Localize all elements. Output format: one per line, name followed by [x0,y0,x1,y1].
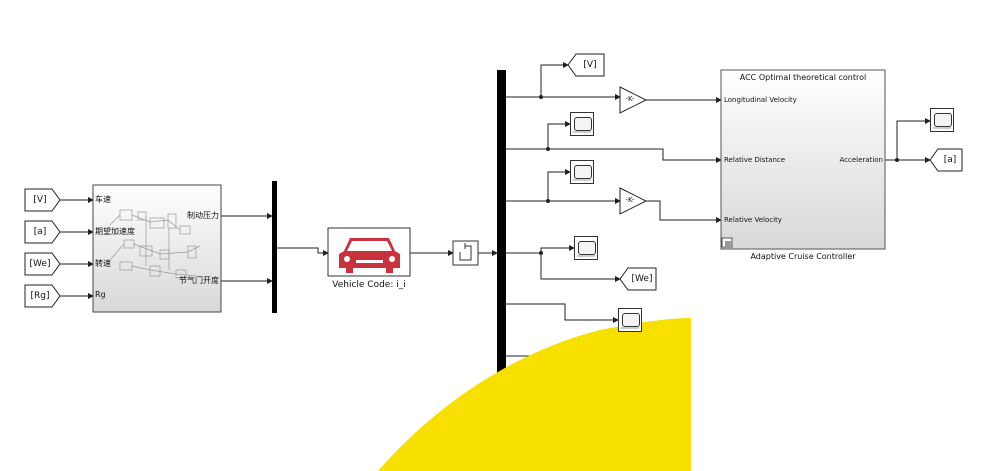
acc-block-caption: Adaptive Cruise Controller [750,252,856,261]
goto-tag-we-label: [We] [631,274,653,284]
from-tag-rg[interactable] [24,284,61,308]
goto-tag-a-label: [a] [943,155,957,165]
acc-input-relative-velocity: Relative Velocity [724,216,782,224]
goto-tag-v[interactable] [567,53,605,77]
subsystem-output-brake: 制动压力 [187,211,219,220]
vehicle-model-subsystem[interactable] [92,184,222,313]
from-tag-a-label: [a] [33,227,47,237]
subsystem-output-throttle: 节气门开度 [179,276,219,285]
goto-tag-we[interactable] [619,267,657,291]
subsystem-input-speed: 车速 [95,195,111,204]
acc-output-acceleration: Acceleration [839,156,884,164]
from-tag-we[interactable] [24,252,61,276]
yellow-overlay [378,318,691,471]
vehicle-code-label: Vehicle Code: i_i [332,280,406,290]
from-tag-a[interactable] [24,220,61,244]
scope-3[interactable] [574,236,598,260]
gain-block-1[interactable] [619,86,648,114]
subsystem-input-rpm: 转速 [95,259,111,268]
scope-5[interactable] [930,108,954,132]
goto-tag-shapes [567,53,963,291]
from-tag-v-label: [V] [33,195,47,205]
gain-1-label: -K- [625,95,635,103]
scope-2[interactable] [570,160,594,184]
subsystem-input-rg: Rg [95,290,106,299]
acc-controller-block[interactable] [720,69,886,250]
from-tag-shapes [24,188,61,308]
from-tag-rg-label: [Rg] [30,291,50,301]
goto-tag-v-label: [V] [583,60,597,70]
scope-1[interactable] [570,112,594,136]
acc-input-relative-distance: Relative Distance [724,156,786,164]
mux-bar[interactable] [272,181,277,313]
acc-block-title: ACC Optimal theoretical control [739,73,867,82]
from-tag-v[interactable] [24,188,61,212]
acc-input-longitudinal-velocity: Longitudinal Velocity [724,96,797,104]
demux-bar[interactable] [497,70,506,400]
subsystem-input-desired-accel: 期望加速度 [95,227,135,236]
gain-2-label: -K- [625,196,635,204]
goto-tag-a[interactable] [929,148,963,172]
from-tag-we-label: [We] [29,259,51,269]
branch-points [539,95,899,255]
gain-block-2[interactable] [619,187,648,215]
subsystem-preview-graphic [109,209,201,279]
scope-4[interactable] [618,308,642,332]
